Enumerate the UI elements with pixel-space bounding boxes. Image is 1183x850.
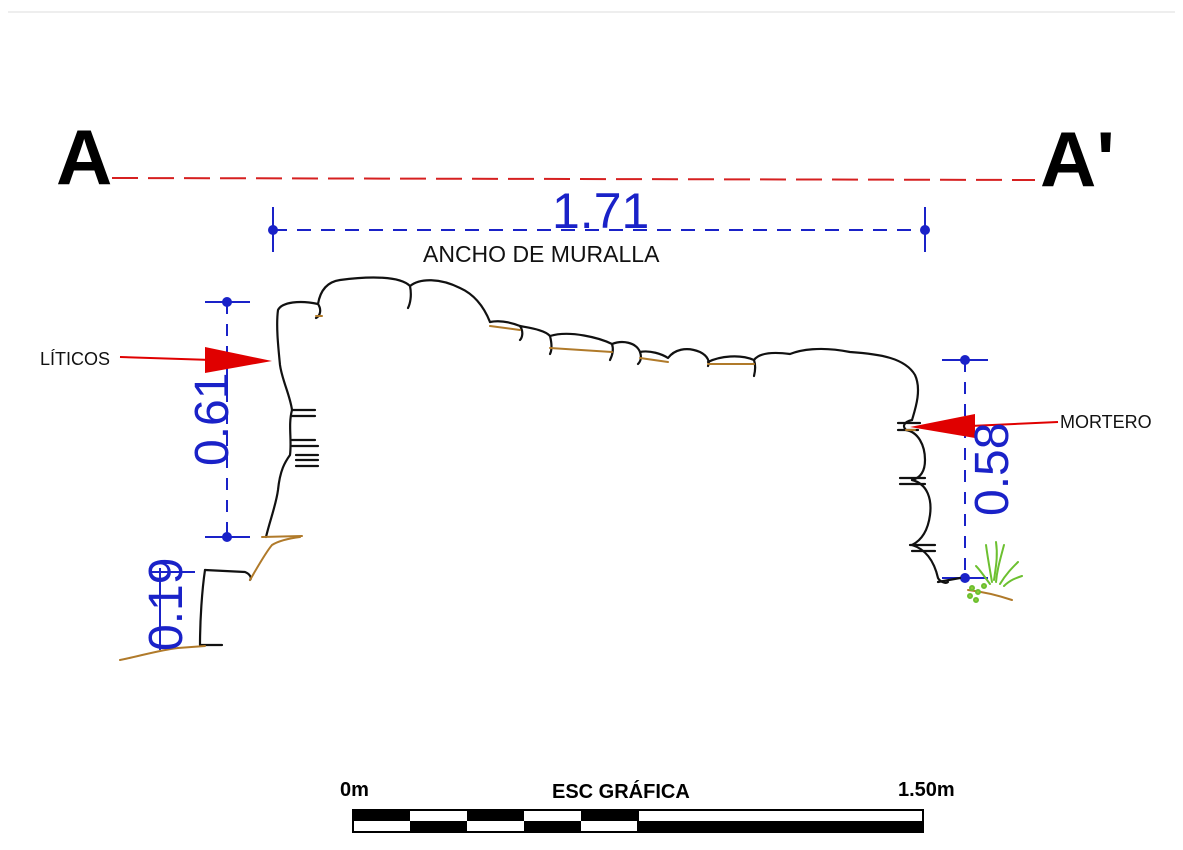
- right-height-dimension: [942, 355, 988, 583]
- graphic-scale-bar: [352, 809, 924, 833]
- section-label-right: A': [1040, 115, 1115, 203]
- width-dimension: [268, 207, 930, 252]
- left-height-value: 0.61: [186, 372, 239, 466]
- width-dimension-value: 1.71: [552, 183, 650, 239]
- scale-title: ESC GRÁFICA: [552, 781, 690, 803]
- wall-outline: [198, 276, 962, 647]
- section-label-left: A: [56, 113, 113, 201]
- scale-end-label: 1.50m: [898, 779, 955, 801]
- base-step-value: 0.19: [140, 557, 193, 651]
- mortero-arrow: [910, 414, 1059, 438]
- liticos-arrow: [119, 347, 272, 373]
- width-dimension-label: ANCHO DE MURALLA: [423, 241, 660, 267]
- mortero-label: MORTERO: [1060, 412, 1152, 432]
- left-height-dimension: [205, 297, 250, 542]
- base-step-dimension: [150, 568, 195, 650]
- section-cut-line: [111, 177, 1036, 181]
- right-height-value: 0.58: [966, 422, 1019, 516]
- vegetation-icon: [967, 541, 1023, 603]
- scale-start-label: 0m: [340, 779, 369, 801]
- liticos-label: LÍTICOS: [40, 349, 111, 369]
- mortar-joints: [119, 315, 1013, 661]
